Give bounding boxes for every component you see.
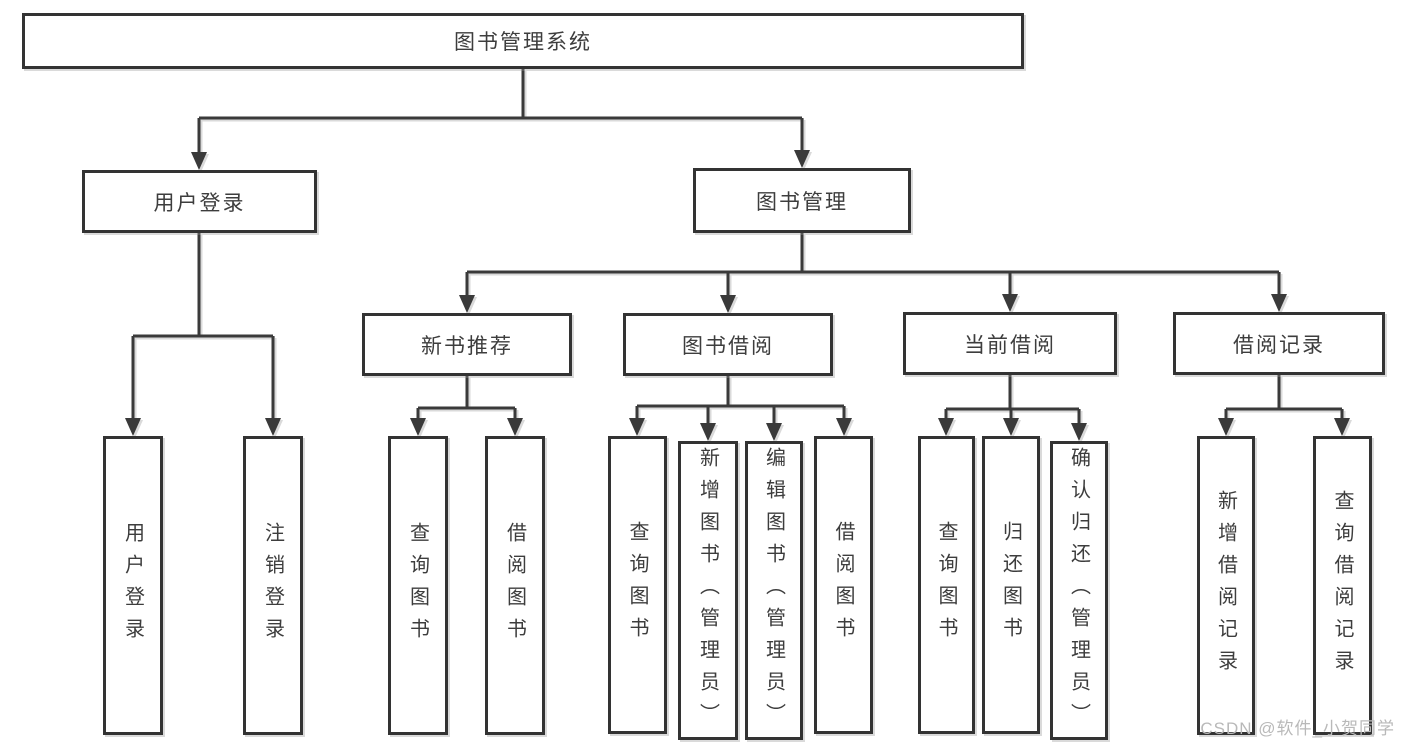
leaf-borrow-books-borrowing-label: 借阅图书 bbox=[832, 521, 854, 649]
leaf-query-books-recommend: 查询图书 bbox=[388, 436, 448, 735]
node-book-management-label: 图书管理 bbox=[756, 190, 848, 214]
leaf-confirm-return-admin-label: 确认归还（管理员） bbox=[1067, 446, 1090, 735]
node-book-management: 图书管理 bbox=[693, 168, 911, 233]
leaf-confirm-return-admin: 确认归还（管理员） bbox=[1050, 441, 1108, 740]
leaf-borrow-books-recommend: 借阅图书 bbox=[485, 436, 545, 735]
leaf-edit-books-admin: 编辑图书（管理员） bbox=[745, 441, 803, 740]
leaf-query-books-recommend-label: 查询图书 bbox=[406, 521, 429, 650]
leaf-query-borrow-record-label: 查询借阅记录 bbox=[1331, 489, 1353, 682]
node-user-login: 用户登录 bbox=[82, 170, 317, 233]
leaf-query-books-current-label: 查询图书 bbox=[935, 521, 957, 649]
leaf-borrow-books-borrowing: 借阅图书 bbox=[814, 436, 873, 734]
leaf-edit-books-admin-label: 编辑图书（管理员） bbox=[762, 446, 785, 735]
leaf-return-books: 归还图书 bbox=[982, 436, 1040, 734]
leaf-add-borrow-record-label: 新增借阅记录 bbox=[1214, 489, 1237, 682]
leaf-query-borrow-record: 查询借阅记录 bbox=[1313, 436, 1372, 735]
leaf-logout: 注销登录 bbox=[243, 436, 303, 735]
leaf-query-books-borrowing: 查询图书 bbox=[608, 436, 667, 734]
node-book-borrowing: 图书借阅 bbox=[623, 313, 833, 376]
node-borrowing-records: 借阅记录 bbox=[1173, 312, 1385, 375]
leaf-user-login: 用户登录 bbox=[103, 436, 163, 735]
leaf-borrow-books-recommend-label: 借阅图书 bbox=[503, 521, 526, 650]
node-current-borrowing-label: 当前借阅 bbox=[964, 333, 1056, 357]
leaf-user-login-label: 用户登录 bbox=[121, 521, 144, 650]
leaf-logout-label: 注销登录 bbox=[261, 521, 284, 650]
node-new-book-recommendation-label: 新书推荐 bbox=[421, 334, 513, 358]
node-current-borrowing: 当前借阅 bbox=[903, 312, 1117, 375]
node-root: 图书管理系统 bbox=[22, 13, 1024, 69]
node-root-label: 图书管理系统 bbox=[454, 31, 592, 54]
leaf-query-books-current: 查询图书 bbox=[918, 436, 975, 734]
leaf-add-books-admin: 新增图书（管理员） bbox=[678, 441, 738, 740]
leaf-query-books-borrowing-label: 查询图书 bbox=[626, 521, 648, 649]
leaf-return-books-label: 归还图书 bbox=[999, 521, 1022, 649]
node-borrowing-records-label: 借阅记录 bbox=[1233, 333, 1325, 357]
node-new-book-recommendation: 新书推荐 bbox=[362, 313, 572, 376]
node-book-borrowing-label: 图书借阅 bbox=[682, 334, 774, 358]
node-user-login-label: 用户登录 bbox=[153, 191, 246, 215]
csdn-watermark: CSDN @软件_小贺同学 bbox=[1200, 719, 1395, 738]
leaf-add-books-admin-label: 新增图书（管理员） bbox=[696, 446, 719, 735]
leaf-add-borrow-record: 新增借阅记录 bbox=[1197, 436, 1255, 735]
